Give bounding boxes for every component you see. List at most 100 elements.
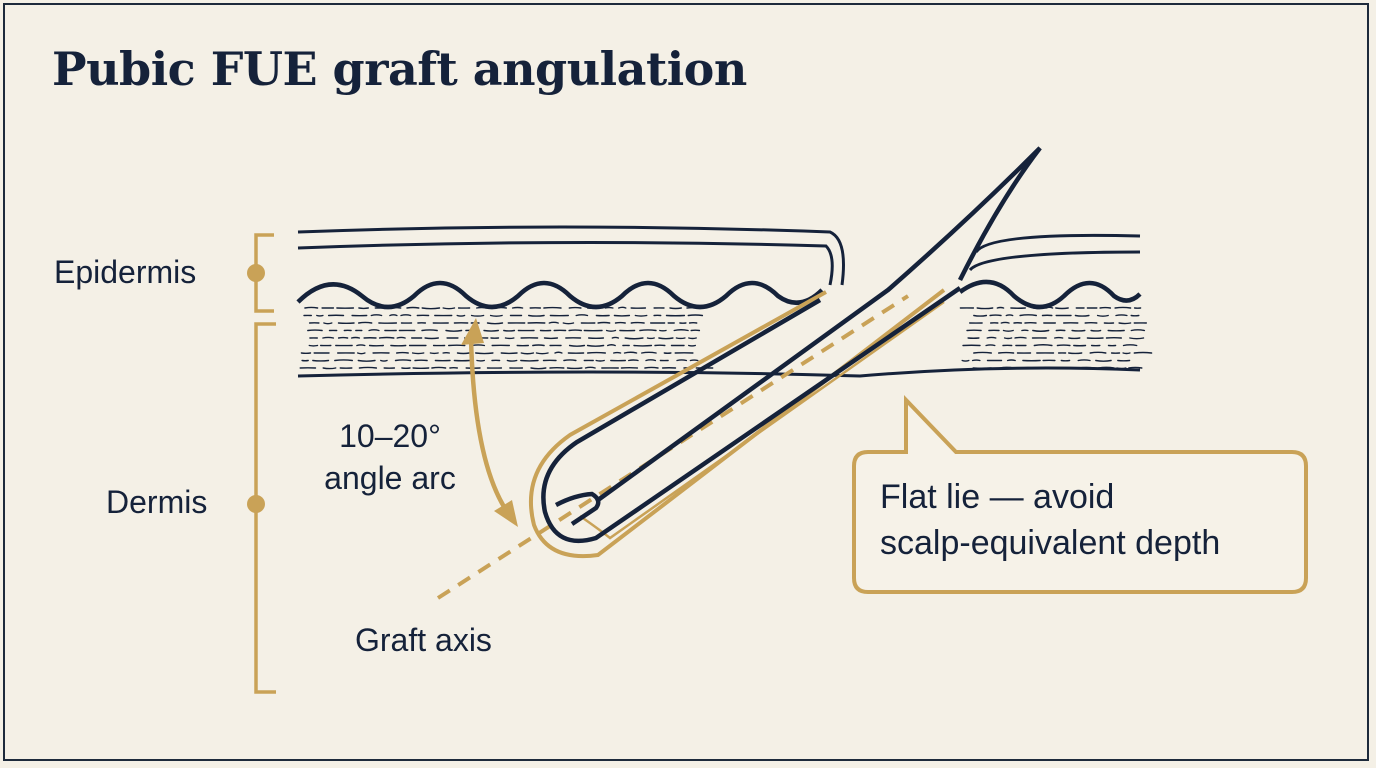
dermis-texture-dash: [597, 321, 611, 324]
dermis-texture-dash: [1089, 351, 1107, 354]
dermis-texture-dash: [358, 366, 378, 369]
dermis-texture-dash: [1095, 359, 1112, 362]
dermis-texture: [299, 306, 1153, 370]
dermis-texture-dash: [532, 344, 545, 347]
dermis-texture-dash: [511, 306, 524, 309]
dermis-texture-dash: [535, 352, 549, 355]
dermis-texture-dash: [1122, 352, 1131, 355]
dermis-texture-dash: [645, 359, 657, 362]
dermis-texture-dash: [1077, 359, 1091, 362]
follicle-bulb: [554, 491, 601, 526]
dermis-texture-dash: [421, 329, 438, 332]
dermis-texture-dash: [1074, 314, 1090, 317]
dermis-texture-dash: [1129, 337, 1145, 340]
dermis-texture-dash: [520, 352, 535, 355]
follicle-inner-sheath-gold: [579, 300, 945, 540]
diagram-frame: [3, 3, 1369, 761]
dermis-texture-dash: [421, 307, 441, 310]
dermis-texture-dash: [611, 336, 620, 339]
dermis-texture-dash: [1130, 329, 1146, 332]
dermis-texture-dash: [584, 366, 596, 369]
dermis-texture-dash: [368, 329, 380, 332]
dermis-texture-dash: [322, 336, 335, 339]
dermis-texture-dash: [1006, 359, 1016, 362]
dermis-texture-dash: [575, 314, 589, 317]
angle-value: 10–20°: [339, 418, 441, 454]
angle-arc-arrow-bottom: [494, 500, 518, 527]
dermis-texture-dash: [623, 351, 638, 354]
dermis-texture-dash: [506, 359, 518, 362]
callout-text: Flat lie — avoid scalp-equivalent depth: [880, 474, 1220, 566]
dermal-junction-wave-right: [958, 279, 1142, 310]
dermis-texture-dash: [357, 359, 376, 362]
dermis-texture-dash: [406, 306, 420, 309]
dermis-texture-dash: [1122, 344, 1138, 347]
dermis-texture-dash: [400, 314, 412, 317]
dermis-texture-dash: [304, 306, 319, 309]
dermis-texture-dash: [356, 344, 366, 347]
dermis-texture-dash: [1033, 344, 1053, 347]
dermis-texture-dash: [486, 322, 504, 325]
dermis-texture-dash: [548, 321, 559, 324]
angle-arc: [468, 337, 508, 512]
dermis-texture-dash: [669, 307, 682, 310]
epidermis-surface-lines: [297, 225, 1141, 286]
dermis-texture-dash: [976, 307, 994, 310]
dermis-texture-dash: [334, 359, 353, 362]
angle-caption: angle arc: [324, 460, 456, 496]
dermis-texture-dash: [973, 314, 988, 317]
dermis-texture-dash: [456, 352, 470, 355]
dermis-texture-dash: [1115, 314, 1128, 317]
angle-label: 10–20° angle arc: [300, 415, 480, 499]
dermis-texture-dash: [431, 366, 447, 369]
dermis-texture-dash: [530, 367, 547, 370]
dermis-texture-dash: [389, 314, 398, 317]
dermis-texture-dash: [673, 329, 689, 332]
callout-line-2: scalp-equivalent depth: [880, 524, 1221, 562]
dermis-label: Dermis: [106, 484, 208, 520]
dermis-texture-dash: [322, 367, 337, 370]
dermis-texture-dash: [385, 306, 402, 309]
dermis-texture-dash: [1133, 351, 1153, 354]
dermis-texture-dash: [442, 307, 456, 310]
dermis-texture-dash: [528, 314, 545, 317]
dermis-texture-dash: [961, 359, 970, 362]
dermal-junction-wave: [296, 280, 824, 310]
dermis-texture-dash: [358, 321, 373, 324]
dermis-texture-dash: [607, 344, 616, 347]
graft-axis-line: [436, 294, 910, 600]
dermis-bracket-dot: [247, 495, 265, 513]
dermis-texture-dash: [1096, 314, 1109, 317]
dermis-texture-dash: [687, 314, 704, 317]
dermis-texture-dash: [1032, 329, 1050, 332]
graft-axis-label: Graft axis: [355, 622, 492, 658]
dermis-texture-dash: [639, 329, 657, 332]
dermis-texture-dash: [634, 314, 648, 317]
dermis-texture-dash: [676, 359, 688, 362]
dermis-texture-dash: [394, 359, 412, 362]
callout-box: [852, 395, 1308, 594]
dermis-texture-dash: [1000, 321, 1010, 324]
dermis-texture-dash: [688, 337, 697, 340]
dermis-texture-dash: [595, 359, 605, 362]
dermis-texture-dash: [396, 336, 406, 339]
dermis-texture-dash: [357, 352, 366, 355]
dermis-texture-dash: [568, 344, 586, 347]
dermis-texture-dash: [1045, 306, 1054, 309]
dermis-texture-dash: [1019, 314, 1037, 317]
dermis-texture-dash: [411, 352, 425, 355]
follicle-outline-navy: [541, 286, 962, 544]
dermis-texture-dash: [618, 306, 627, 309]
dermis-texture-dash: [628, 359, 639, 362]
dermis-texture-dash: [470, 314, 485, 317]
dermis-texture-dash: [986, 336, 997, 339]
dermis-texture-dash: [562, 322, 575, 325]
dermis-texture-dash: [658, 337, 674, 340]
dermis-texture-dash: [350, 336, 361, 339]
callout-line-1: Flat lie — avoid: [880, 478, 1115, 516]
page-title: Pubic FUE graft angulation: [52, 42, 747, 96]
dermis-texture-dash: [605, 329, 617, 332]
dermis-texture-dash: [1114, 306, 1132, 309]
epidermis-bracket-dot: [247, 264, 265, 282]
dermis-texture-dash: [586, 344, 605, 347]
